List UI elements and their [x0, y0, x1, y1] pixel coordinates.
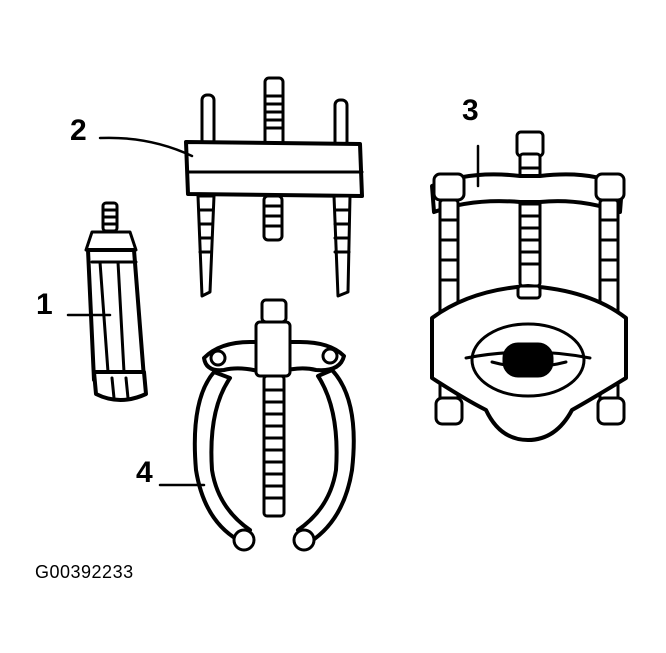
tool-1-driver [66, 201, 148, 402]
figure-id: G00392233 [35, 562, 134, 582]
callout-4: 4 [136, 456, 153, 489]
callout-1: 1 [36, 288, 53, 321]
callout-2: 2 [70, 114, 87, 147]
tool-4-jaw-puller [158, 298, 356, 552]
tool-3-bearing-splitter [430, 130, 628, 442]
tool-2-bar-puller [98, 76, 364, 298]
callout-3: 3 [462, 94, 479, 127]
